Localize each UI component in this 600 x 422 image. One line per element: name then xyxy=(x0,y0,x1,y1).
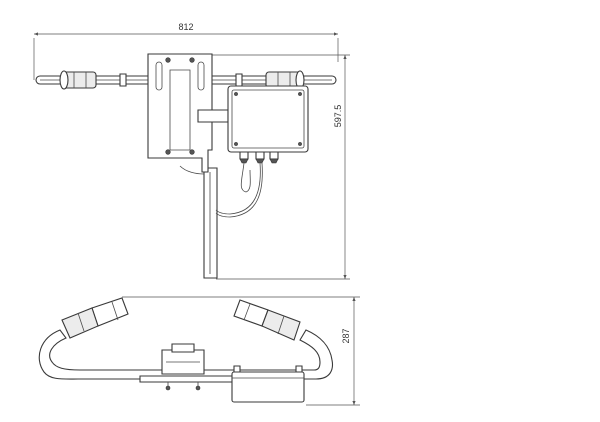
cables xyxy=(180,163,262,217)
left-sensor-lens-edge xyxy=(112,302,118,320)
side-mounting-clamp xyxy=(140,344,240,390)
bolt-bottom-right xyxy=(190,150,195,155)
right-sensor-grip xyxy=(266,70,305,90)
arm-collar-left xyxy=(120,74,126,86)
side-height-dimension: 287 xyxy=(122,297,360,405)
cable-to-arm xyxy=(180,166,204,174)
cable-gland-1 xyxy=(240,152,248,159)
side-box-gland-2 xyxy=(296,366,302,372)
cable-to-post xyxy=(216,163,260,214)
right-sensor-lens-edge xyxy=(244,304,250,320)
side-view: 287 xyxy=(39,297,360,405)
lid-screw-2 xyxy=(298,92,301,95)
bolt-top-left xyxy=(166,58,171,63)
plate-slot-right xyxy=(198,62,204,90)
left-sensor-grip-side xyxy=(62,308,98,338)
gland-nut-1 xyxy=(240,159,248,163)
side-box-body xyxy=(232,372,304,402)
cable-loop xyxy=(241,163,250,192)
width-dimension-label: 812 xyxy=(178,22,193,32)
side-junction-box xyxy=(232,366,304,402)
lid-screw-1 xyxy=(234,92,237,95)
arm-collar-right xyxy=(236,74,242,86)
left-grip-end-cap xyxy=(59,70,69,90)
box-bracket xyxy=(198,110,228,122)
height-dimension-label: 597.5 xyxy=(333,105,343,128)
right-sensor-ring xyxy=(278,316,284,334)
left-sensor-grip xyxy=(59,70,96,90)
cable-to-post-outer xyxy=(216,163,262,217)
right-sensor-head xyxy=(234,300,300,340)
plate-outline xyxy=(148,54,212,172)
bolt-top-right xyxy=(190,58,195,63)
vertical-post xyxy=(204,168,217,278)
base-bolt-left xyxy=(166,386,170,390)
gland-nut-2 xyxy=(256,159,264,163)
top-view: 812 597.5 xyxy=(34,22,350,279)
left-sensor-head xyxy=(62,298,128,338)
junction-box-lid xyxy=(232,90,304,148)
junction-box xyxy=(228,86,308,152)
cable-glands xyxy=(240,152,278,163)
plate-inner-channel xyxy=(170,70,190,150)
gland-nut-3 xyxy=(270,159,278,163)
width-dimension: 812 xyxy=(34,22,338,80)
junction-box-body xyxy=(228,86,308,152)
base-bolt-right xyxy=(196,386,200,390)
cable-gland-2 xyxy=(256,152,264,159)
side-dimension-label: 287 xyxy=(341,328,351,343)
lid-screw-4 xyxy=(298,142,301,145)
mounting-plate xyxy=(148,54,228,172)
plate-slot-left xyxy=(156,62,162,90)
side-box-gland-1 xyxy=(234,366,240,372)
clamp-cap xyxy=(172,344,194,352)
lid-screw-3 xyxy=(234,142,237,145)
bolt-bottom-left xyxy=(166,150,171,155)
left-sensor-body xyxy=(92,298,128,326)
left-sensor-ring xyxy=(78,313,84,331)
cable-gland-3 xyxy=(270,152,278,159)
base-plate xyxy=(140,376,240,382)
height-dimension: 597.5 xyxy=(212,55,350,279)
